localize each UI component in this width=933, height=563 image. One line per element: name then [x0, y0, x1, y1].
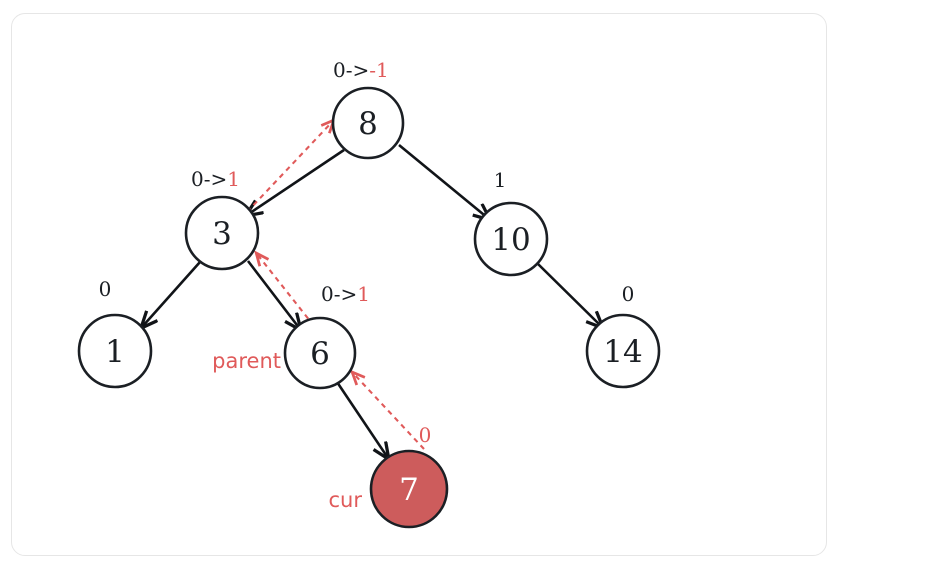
balance-label-node-7: 0	[419, 423, 432, 447]
edge-8-10	[398, 143, 489, 219]
balance-label-node-8-value: -1	[369, 58, 388, 82]
retrace-arrow-3-8	[246, 117, 337, 213]
node-8[interactable]: 8	[331, 86, 405, 160]
node-7-circle[interactable]	[369, 449, 449, 529]
balance-label-node-3: 0->1	[191, 167, 240, 191]
node-7-label: 7	[399, 472, 419, 508]
node-7[interactable]: 7	[369, 449, 449, 529]
pointer-labels: parent cur	[212, 349, 362, 512]
node-6-circle[interactable]	[283, 316, 357, 390]
balance-label-node-8: 0->-1	[333, 58, 389, 82]
balance-factor-labels: 0->-1 0->1 1 0 0->1 0 0	[99, 58, 635, 447]
balance-label-node-1: 0	[99, 277, 112, 301]
node-3-circle[interactable]	[184, 195, 260, 271]
node-10-label: 10	[491, 222, 530, 258]
node-6-label: 6	[310, 336, 330, 372]
node-14[interactable]: 14	[585, 313, 661, 389]
edge-3-1	[142, 261, 201, 327]
node-14-circle[interactable]	[585, 313, 661, 389]
edge-6-7	[335, 381, 388, 458]
pointer-label-cur: cur	[329, 488, 363, 512]
balance-label-node-6: 0->1	[321, 282, 370, 306]
balance-label-node-3-prefix: 0->	[191, 167, 227, 191]
balance-label-node-3-value: 1	[227, 167, 240, 191]
balance-label-node-8-prefix: 0->	[333, 58, 369, 82]
node-3-label: 3	[212, 216, 232, 252]
node-10-circle[interactable]	[473, 201, 549, 277]
node-1-label: 1	[105, 334, 125, 370]
edge-3-6	[246, 260, 300, 329]
node-10[interactable]: 10	[473, 201, 549, 277]
balance-label-node-6-value: 1	[357, 282, 370, 306]
node-3[interactable]: 3	[184, 195, 260, 271]
retrace-arrow-7-6	[349, 369, 425, 450]
retrace-arrow-6-3	[254, 250, 315, 327]
node-14-label: 14	[603, 334, 642, 370]
node-6[interactable]: 6	[283, 316, 357, 390]
balance-label-node-14: 0	[622, 282, 635, 306]
balance-label-node-6-prefix: 0->	[321, 282, 357, 306]
node-1[interactable]: 1	[77, 313, 153, 389]
retrace-arrows	[246, 117, 425, 450]
edge-10-14	[536, 262, 602, 327]
node-8-circle[interactable]	[331, 86, 405, 160]
edge-8-3	[247, 148, 345, 215]
pointer-label-parent: parent	[212, 349, 281, 373]
node-1-circle[interactable]	[77, 313, 153, 389]
tree-nodes: 8 3 10 1 6 14	[77, 86, 661, 529]
balance-label-node-10: 1	[494, 168, 507, 192]
tree-edges	[142, 143, 602, 458]
node-8-label: 8	[358, 106, 378, 142]
